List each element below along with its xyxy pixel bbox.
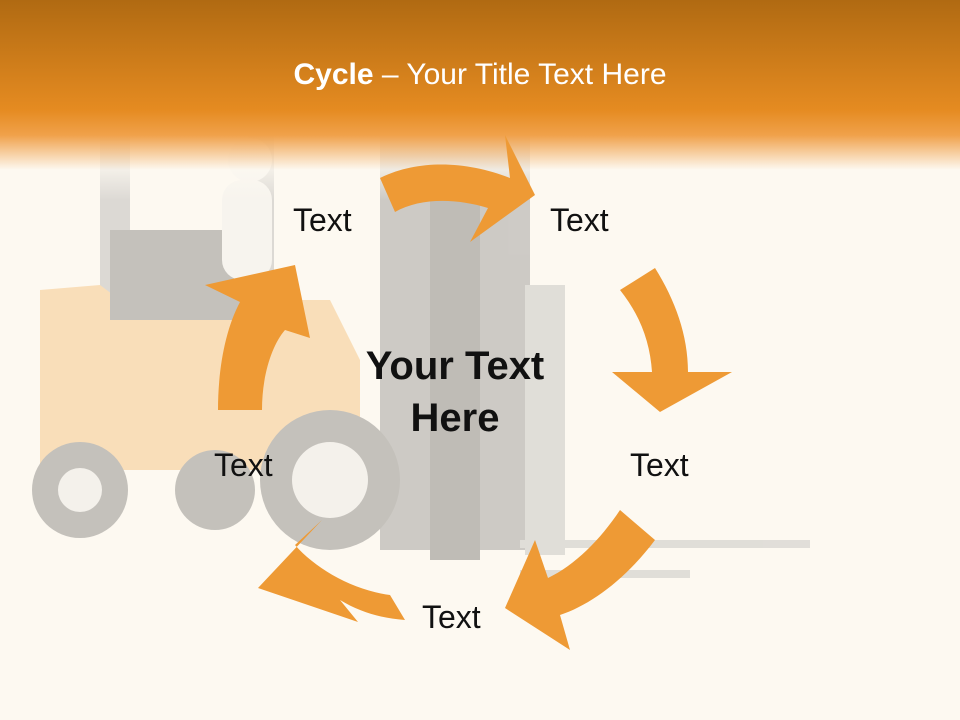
cycle-arrow-5 [205,265,310,410]
cycle-arrow-2 [612,268,732,412]
cycle-arrow-1 [380,135,535,242]
cycle-arrow-4 [258,520,405,622]
slide-title: Cycle – Your Title Text Here [0,55,960,95]
title-rest: – Your Title Text Here [373,58,667,91]
center-text-line1: Your Text [365,344,545,388]
cycle-label-1: Text [293,202,352,238]
cycle-label-3: Text [630,447,689,483]
cycle-arrow-3 [505,510,655,650]
center-text: Your Text Here [340,340,570,444]
center-text-line2: Here [410,396,500,440]
cycle-label-5: Text [214,447,273,483]
cycle-label-2: Text [550,202,609,238]
title-bold: Cycle [293,58,374,91]
cycle-label-4: Text [422,599,481,635]
header-bar [0,0,960,200]
